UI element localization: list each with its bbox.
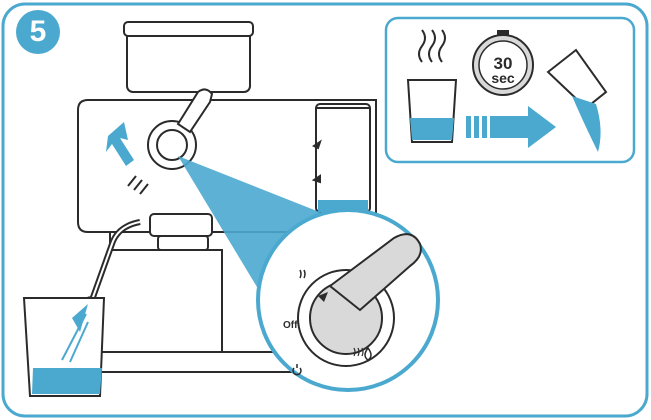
steam-icon [418,29,446,63]
steam-water-drop-icon [364,346,372,361]
group-head [149,213,213,237]
dial-handle[interactable] [328,233,422,312]
milk-cup [22,297,106,397]
steam-burst [72,304,88,332]
arrow-icon [466,106,556,148]
dial-pointer-icon [318,292,328,302]
bean-hopper [126,27,251,93]
hopper-lid [123,21,254,37]
dial-off-label: Off [283,320,298,331]
water-tank [315,103,371,213]
tank-mark-min [311,174,321,184]
inset-panel [384,16,636,164]
pour-jug [546,48,608,110]
dial-zoom [256,208,440,392]
tank-mark-max [312,139,322,150]
timer-value: 30 [493,54,513,73]
steam-knob-handle[interactable] [176,88,214,134]
step-number-badge: 5 [16,10,60,54]
steam-setting-icon [299,269,306,279]
rotation-arrow-icon [106,122,134,166]
portafilter [157,235,209,251]
pour-stream [572,96,601,152]
timer-unit: sec [491,70,515,86]
power-icon [292,364,302,376]
milk-level [32,368,102,394]
